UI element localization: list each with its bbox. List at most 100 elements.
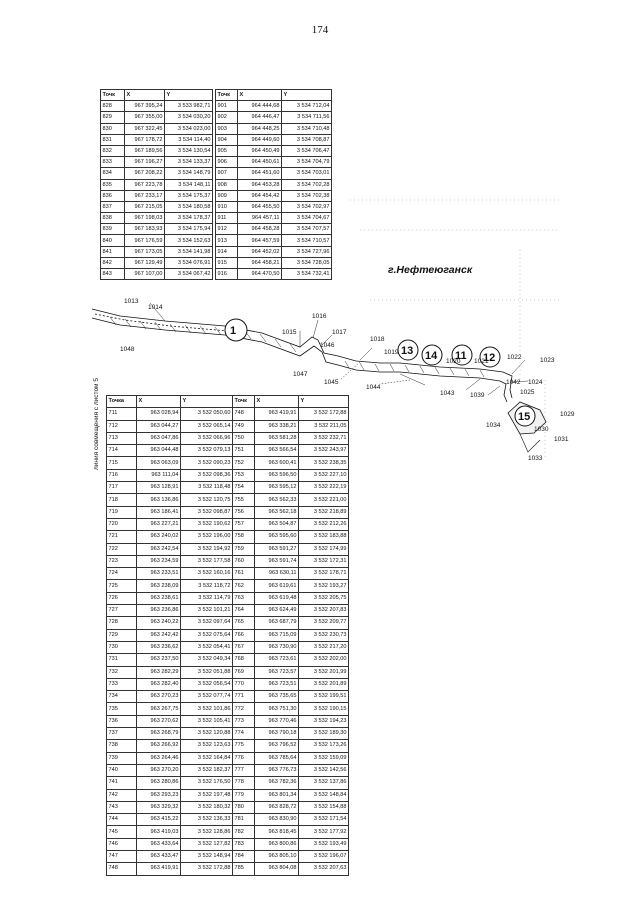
point-number: 777 [232,763,255,778]
point-number: 784 [232,849,255,864]
point-number: 752 [232,456,255,470]
x-coordinate: 964 454,42 [237,189,282,202]
y-coordinate: 3 532 196,07 [298,849,349,864]
y-coordinate: 3 532 114,79 [180,591,233,606]
point-number: 719 [106,505,137,519]
y-coordinate: 3 534 030,20 [164,111,213,124]
x-coordinate: 963 270,62 [136,714,181,729]
x-coordinate: 964 457,11 [237,212,282,225]
y-coordinate: 3 532 120,75 [180,493,233,507]
point-number: 772 [232,702,255,716]
point-number: 726 [106,591,137,606]
point-number: 771 [232,690,255,704]
point-number: 785 [232,862,255,876]
y-coordinate: 3 534 175,37 [164,189,213,202]
point-number: 780 [232,800,255,815]
point-number: 720 [106,517,137,532]
x-coordinate: 963 630,11 [254,567,299,581]
header-x: X [136,394,181,409]
point-number: 732 [106,665,137,679]
x-coordinate: 963 805,10 [254,849,299,864]
point-number: 828 [100,100,125,113]
x-coordinate: 963 581,28 [254,431,299,446]
route-hatching [109,316,485,378]
x-coordinate: 963 242,54 [136,542,181,556]
x-coordinate: 967 355,00 [124,111,165,124]
x-coordinate: 967 178,72 [124,133,165,146]
x-coordinate: 963 044,48 [136,444,181,458]
y-coordinate: 3 533 982,71 [164,100,213,113]
y-coordinate: 3 532 098,36 [180,468,233,483]
y-coordinate: 3 532 178,71 [298,567,349,581]
point-number: 750 [232,431,255,446]
header-y: Y [164,88,213,102]
x-coordinate: 963 433,64 [136,837,181,851]
y-coordinate: 3 532 105,41 [180,714,233,729]
point-number: 773 [232,714,255,729]
point-number: 782 [232,825,255,839]
y-coordinate: 3 532 172,88 [298,407,349,421]
point-number: 756 [232,505,255,519]
sheet-join-note: линия совмещения с листом 5 [93,378,100,470]
site-marker-12: 12 [483,352,495,364]
point-number: 779 [232,788,255,802]
y-coordinate: 3 532 118,48 [180,481,233,495]
x-coordinate: 967 198,03 [124,212,165,225]
y-coordinate: 3 532 148,84 [298,788,349,802]
y-coordinate: 3 534 130,54 [164,144,213,158]
y-coordinate: 3 534 710,48 [281,122,332,135]
point-number: 762 [232,579,255,593]
x-coordinate: 963 267,75 [136,702,181,716]
point-number: 721 [106,530,137,544]
x-coordinate: 963 044,27 [136,419,181,433]
y-coordinate: 3 532 193,49 [298,837,349,851]
x-coordinate: 964 458,28 [237,223,282,236]
y-coordinate: 3 532 183,88 [298,530,349,544]
y-coordinate: 3 534 180,58 [164,200,213,214]
point-number: 842 [100,256,125,270]
y-coordinate: 3 532 148,94 [180,849,233,864]
x-coordinate: 964 452,02 [237,245,282,258]
point-number: 741 [106,776,137,790]
y-coordinate: 3 534 707,57 [281,223,332,236]
site-marker-15: 15 [518,411,530,423]
y-coordinate: 3 532 123,63 [180,739,233,753]
y-coordinate: 3 534 728,05 [281,256,332,270]
y-coordinate: 3 532 218,89 [298,505,349,519]
x-coordinate: 964 446,47 [237,111,282,124]
map-label-1044: 1044 [366,384,381,391]
point-number: 735 [106,702,137,716]
y-coordinate: 3 532 159,09 [298,751,349,765]
point-number: 727 [106,604,137,618]
site-marker-13: 13 [401,345,413,357]
map-label-1033: 1033 [528,455,543,462]
